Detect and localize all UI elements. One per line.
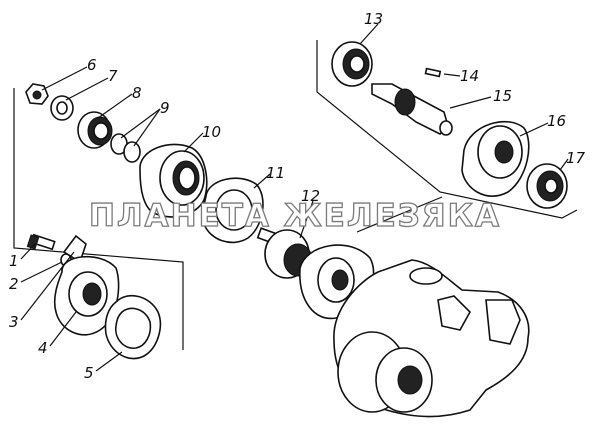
callout-6: 6: [87, 56, 97, 74]
gasket-part: [104, 294, 162, 360]
output-bearing-part: [526, 163, 568, 209]
watermark-text: ПЛАНЕТА ЖЕЛЕЗЯКА: [89, 198, 501, 234]
tapered-bearing-part: [77, 111, 113, 149]
spacer-rings-part: [110, 133, 141, 163]
callout-12: 12: [301, 187, 320, 205]
callout-17: 17: [566, 149, 586, 167]
callout-15: 15: [493, 87, 512, 105]
bolt-part: [26, 233, 56, 251]
callout-labels: 1 2 3 4 5 6 7 8 9 10 11 12 13 14 15 16 1…: [9, 10, 586, 382]
bearing-housing-part: [139, 143, 208, 218]
callout-8: 8: [132, 84, 142, 102]
callout-7: 7: [108, 67, 118, 85]
callout-3: 3: [9, 313, 19, 331]
nut-part: [25, 83, 49, 105]
callout-11: 11: [266, 164, 285, 182]
callout-16: 16: [547, 112, 566, 130]
pinion-bearing-part: [331, 41, 373, 87]
callout-13: 13: [364, 10, 383, 28]
pinion-shaft-part: [371, 83, 453, 136]
callout-2: 2: [9, 275, 19, 293]
key-part: [424, 67, 442, 78]
callout-14: 14: [460, 67, 479, 85]
callout-5: 5: [84, 364, 94, 382]
housing-gasket-part: [202, 177, 264, 244]
callout-4: 4: [38, 339, 48, 357]
guide-lines: [13, 40, 578, 350]
bearing-cover-part: [53, 255, 120, 336]
lock-washer-part: [50, 95, 74, 121]
bevel-gear-part: [461, 120, 530, 197]
callout-1: 1: [9, 252, 19, 270]
callout-9: 9: [160, 99, 170, 117]
leader-lines: [20, 23, 569, 372]
callout-10: 10: [202, 123, 221, 141]
final-drive-housing-part: [333, 259, 530, 418]
